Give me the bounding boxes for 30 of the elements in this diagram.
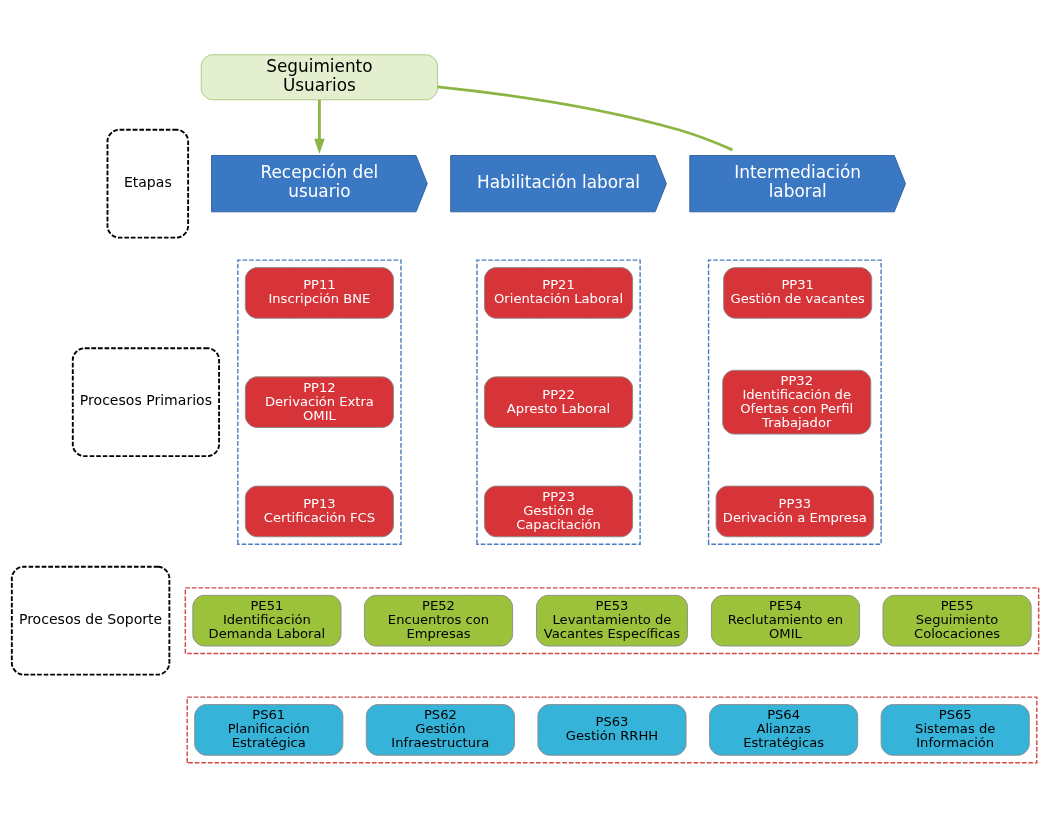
node-box: Etapas	[106, 128, 190, 239]
node-box: PP11 Inscripción BNE	[244, 267, 394, 319]
node-box: PE52 Encuentros con Empresas	[363, 594, 514, 647]
cluster	[237, 259, 402, 545]
cluster	[184, 587, 1040, 655]
node-box: PE55 Seguimiento Colocaciones	[882, 594, 1032, 647]
node-box: PP12 Derivación Extra OMIL	[244, 376, 394, 428]
node-box: PP23 Gestión de Capacitación	[484, 485, 634, 538]
node-box: PP21 Orientación Laboral	[484, 267, 634, 319]
cluster	[186, 696, 1038, 764]
node-box: PP22 Apresto Laboral	[484, 376, 634, 428]
node-box: Procesos Primarios	[71, 347, 220, 458]
node-box: PS64 Alianzas Estratégicas	[709, 704, 859, 756]
node-box: Seguimiento Usuarios	[200, 54, 439, 101]
node-box: Procesos de Soporte	[10, 565, 171, 676]
node-box: PE53 Levantamiento de Vacantes Específicas	[536, 594, 688, 647]
node-box: PS63 Gestión RRHH	[537, 704, 687, 756]
node-box: PS65 Sistemas de Información	[880, 704, 1030, 756]
node-box: PE51 Identificación Demanda Laboral	[192, 594, 342, 647]
arrow	[314, 99, 325, 154]
node-box: PP32 Identificación de Ofertas con Perfil Trabajador	[722, 369, 872, 435]
node-box: PP33 Derivación a Empresa	[715, 485, 875, 538]
node-box: PP31 Gestión de vacantes	[723, 267, 873, 319]
cluster	[707, 259, 882, 545]
cluster	[476, 259, 641, 545]
node-box: PE54 Reclutamiento en OMIL	[710, 594, 860, 647]
node-box: PS62 Gestión Infraestructura	[365, 704, 515, 756]
connector	[437, 85, 733, 152]
node-box: PP13 Certificación FCS	[244, 485, 394, 538]
node-box: PS61 Planificación Estratégica	[194, 704, 344, 756]
